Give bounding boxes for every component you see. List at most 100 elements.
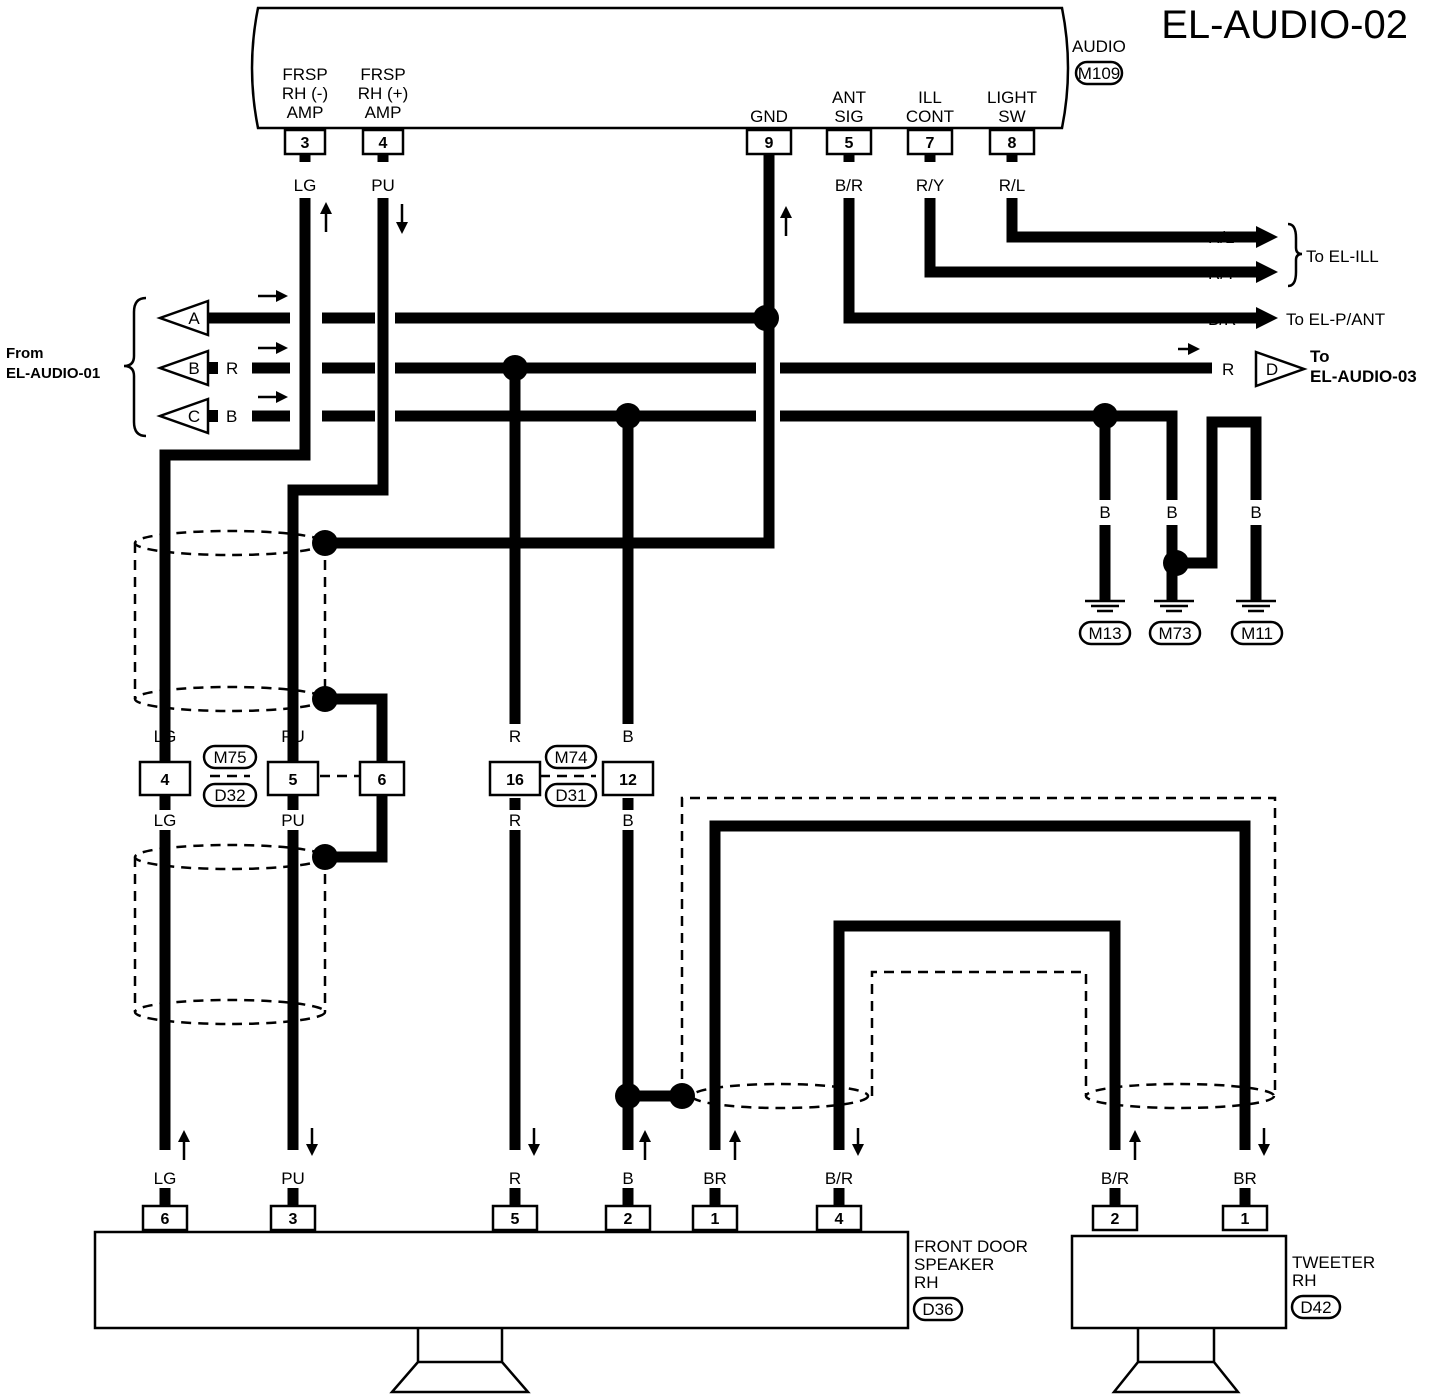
br-output-arrow	[1256, 307, 1278, 329]
d-connector-arrow	[1254, 350, 1308, 388]
tw-pin-1	[1221, 1204, 1269, 1232]
arrow-a-head	[276, 290, 288, 302]
front-speaker-name-3: RH	[914, 1273, 939, 1292]
mid-r-top: R	[509, 727, 521, 746]
splice-a	[753, 305, 779, 331]
a-connector-label: A	[188, 309, 200, 328]
arrow-br-spk-head	[729, 1130, 741, 1142]
splice-b-shield	[615, 1083, 641, 1109]
wire-br-loop	[709, 820, 1251, 1150]
ground-m73-badge	[1148, 620, 1202, 646]
fs-pin-3-label: 3	[289, 1211, 298, 1228]
fs-pin1-wire: BR	[703, 1169, 727, 1188]
mid-pin-5	[266, 760, 320, 797]
mid-connectors: LG PU R B 4 5 6 16 12 M75 D32 M74 D31 LG…	[138, 727, 655, 830]
c-connector	[156, 397, 210, 435]
wire-m11	[1176, 416, 1262, 600]
d36-badge	[912, 1296, 964, 1322]
audio-unit-name: AUDIO	[1072, 37, 1126, 56]
wire-ry	[924, 198, 1258, 278]
arrow-gnd-up-head	[780, 206, 792, 218]
fs-pin-2	[604, 1204, 652, 1232]
tweeter-name-2: RH	[1292, 1271, 1317, 1290]
gnd-wire-3: B	[1206, 503, 1217, 522]
ill-brace	[1287, 222, 1303, 288]
shield-tweeter-ellipse	[1084, 1082, 1276, 1110]
fs-pin-5	[491, 1204, 539, 1232]
b-connector-plug	[208, 362, 218, 374]
fs-pin4-wire: B/R	[825, 1169, 853, 1188]
shields	[133, 529, 1277, 1110]
gnd-wire-4: B	[1250, 503, 1261, 522]
mid-b-bottom: B	[622, 811, 633, 830]
from-audio01-line2: EL-AUDIO-01	[6, 365, 100, 382]
arrow-pu-spk-head	[306, 1144, 318, 1156]
arrow-c-head	[276, 391, 288, 403]
tw-pin1-wire: BR	[1233, 1169, 1257, 1188]
wire-br-stubs	[709, 1188, 1251, 1206]
wire-pu-upper	[287, 198, 389, 762]
splice-gnd	[1092, 403, 1118, 429]
fs-pin5-wire: R	[509, 1169, 521, 1188]
audio-pin-7	[906, 128, 954, 156]
pin3-func-1: FRSP	[282, 65, 327, 84]
to-audio03-line2: EL-AUDIO-03	[1310, 367, 1417, 386]
splice-shield-1	[312, 530, 338, 556]
ground-m13-label: M13	[1088, 624, 1121, 643]
ry-output-label: R/Y	[1208, 264, 1236, 283]
pin7-func-2: CONT	[906, 107, 954, 126]
fs-pin-6	[141, 1204, 189, 1232]
c-connector-plug	[208, 410, 218, 422]
audio-unit: AUDIO M109 FRSP RH (-) AMP 3 LG FRSP RH …	[250, 6, 1126, 195]
audio-connector-badge	[1074, 60, 1124, 86]
ground-m13-badge	[1078, 620, 1132, 646]
pin7-func-1: ILL	[918, 88, 942, 107]
to-el-pant-label: To EL-P/ANT	[1286, 310, 1385, 329]
audio-pin-9-label: 9	[765, 135, 774, 152]
pin8-func-2: SW	[998, 107, 1025, 126]
ground-symbol-m11	[1236, 599, 1276, 613]
fs-pin3-wire: PU	[281, 1169, 305, 1188]
mid-pu-top: PU	[281, 727, 305, 746]
pin4-func-2: RH (+)	[358, 84, 409, 103]
arrow-br-tw-head	[1258, 1144, 1270, 1156]
shield-outer-loop	[680, 796, 1277, 1096]
d32-badge	[202, 782, 258, 808]
shield-front-ellipse	[690, 1082, 870, 1110]
splice-shield-4	[669, 1083, 695, 1109]
fs-pin6-wire: LG	[154, 1169, 177, 1188]
mid-pin-6-label: 6	[378, 772, 387, 789]
front-speaker-body	[93, 1230, 910, 1330]
shield-upper-sides	[133, 543, 327, 699]
d-connector-label: D	[1266, 360, 1278, 379]
audio-pin-4-wire: PU	[371, 176, 395, 195]
splice-r	[502, 355, 528, 381]
splice-shield-3	[312, 844, 338, 870]
arrow-d-head	[1188, 343, 1200, 355]
ground-m11-label: M11	[1241, 624, 1273, 643]
tweeter-name-1: TWEETER	[1292, 1253, 1375, 1272]
audio-pin-8-wire: R/L	[999, 176, 1025, 195]
front-speaker-name-2: SPEAKER	[914, 1255, 994, 1274]
audio-connector-label: M109	[1078, 64, 1121, 83]
direction-arrows	[178, 202, 1270, 1160]
d42-badge	[1290, 1294, 1342, 1320]
wire-c-b	[252, 410, 1178, 500]
arrow-b-spk-head	[639, 1130, 651, 1142]
arrow-pu-down-head	[396, 222, 408, 234]
mid-pin-4-label: 4	[161, 772, 170, 789]
mid-pin-16-label: 16	[506, 772, 524, 789]
audio-pin-4-label: 4	[379, 135, 388, 152]
ground-m73-label: M73	[1158, 624, 1191, 643]
audio-pin-7-label: 7	[926, 135, 935, 152]
ground-symbol-m13	[1085, 599, 1125, 613]
wires	[159, 154, 1262, 1206]
wire-b-r-stubs	[833, 1188, 1121, 1206]
pin4-func-1: FRSP	[360, 65, 405, 84]
wire-b-r-loop	[833, 920, 1121, 1150]
pin3-func-3: AMP	[287, 103, 324, 122]
rl-output-label: R/L	[1208, 228, 1234, 247]
grounds: B B B B M13 M73 M11	[1078, 503, 1284, 646]
fs-pin-4-label: 4	[835, 1211, 844, 1228]
